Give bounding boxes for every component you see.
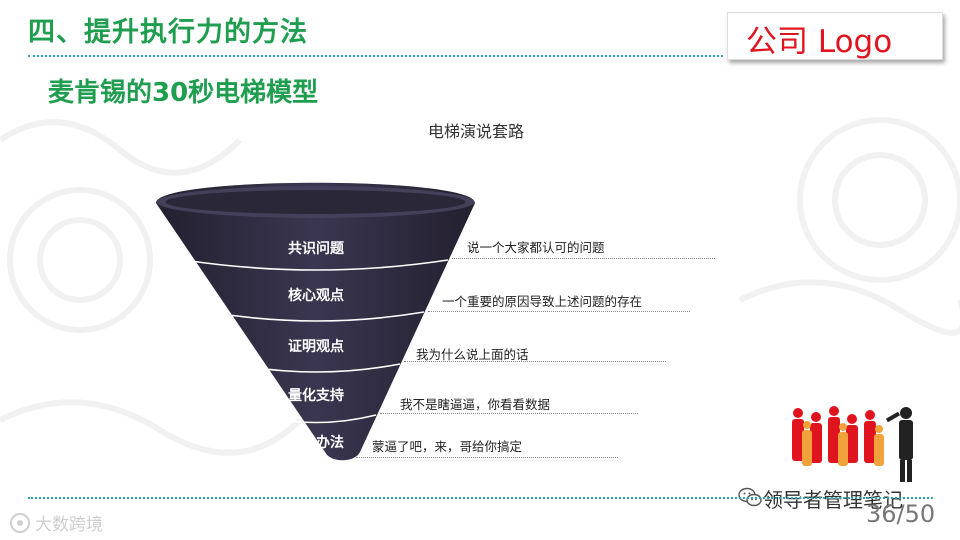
stage-description-4: 我不是瞎逼逼，你看看数据	[400, 397, 551, 412]
leader-line	[356, 457, 618, 458]
company-logo: 公司 Logo	[727, 12, 943, 60]
watermark-logo-icon	[10, 513, 30, 533]
leader-line	[428, 311, 690, 312]
leader-line	[452, 258, 715, 259]
page-number: 36/50	[866, 500, 936, 528]
header-divider	[28, 55, 723, 57]
stage-description-5: 蒙逼了吧，来，哥给你搞定	[372, 439, 523, 454]
funnel-stage-3: 证明观点	[288, 339, 344, 355]
funnel-stage-1: 共识问题	[288, 241, 344, 257]
section-title: 四、提升执行力的方法	[28, 17, 308, 48]
business-people-illustration	[792, 406, 913, 482]
funnel-stage-2: 核心观点	[288, 288, 344, 304]
funnel-divider	[183, 259, 449, 271]
footer-divider	[28, 497, 933, 499]
stage-description-1: 说一个大家都认可的问题	[467, 240, 605, 255]
stage-description-2: 一个重要的原因导致上述问题的存在	[442, 294, 643, 309]
funnel-divider	[232, 363, 401, 373]
leader-line	[380, 413, 638, 414]
funnel-divider	[256, 414, 377, 424]
funnel-rim-inner	[165, 190, 466, 214]
wechat-account-name: 领导者管理笔记	[763, 488, 903, 512]
leader-line	[404, 361, 666, 362]
funnel-stage-4: 量化支持	[288, 388, 344, 404]
logo-text: 公司 Logo	[746, 24, 893, 60]
funnel-divider	[208, 311, 425, 322]
diagram-title: 电梯演说套路	[428, 122, 525, 141]
funnel-stage-5: 解决办法	[288, 435, 344, 451]
watermark-text: 大数跨境	[35, 515, 103, 535]
stage-description-3: 我为什么说上面的话	[416, 347, 529, 362]
slide-subtitle: 麦肯锡的30秒电梯模型	[48, 78, 319, 108]
